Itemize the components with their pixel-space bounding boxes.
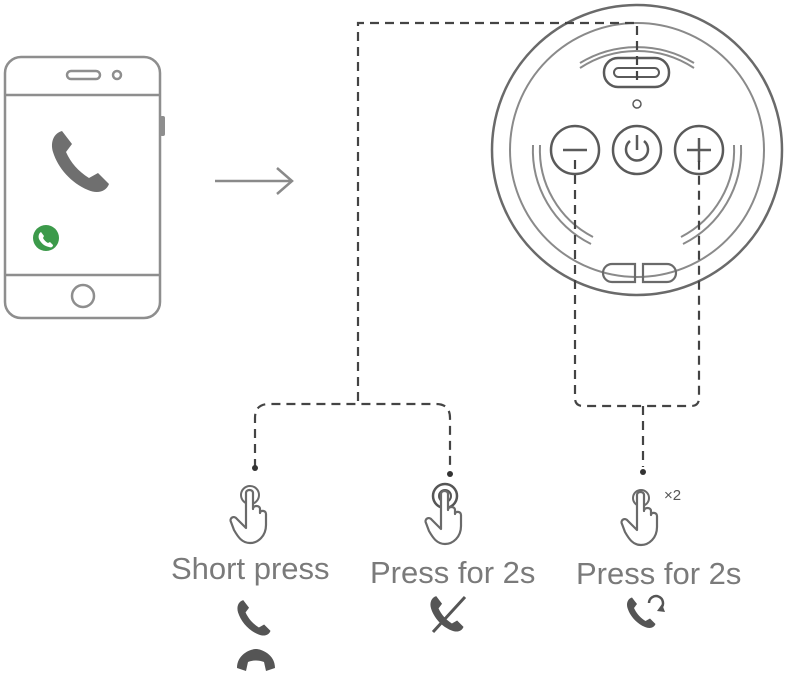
long-press-icon bbox=[426, 484, 461, 544]
double-press-multiplier: ×2 bbox=[664, 488, 681, 503]
smartphone bbox=[5, 57, 165, 318]
reject-call-icon bbox=[430, 596, 465, 632]
double-long-press-label: Press for 2s bbox=[576, 558, 741, 589]
green-answer-icon bbox=[33, 225, 59, 251]
double-tap-icon bbox=[622, 490, 657, 545]
power-button[interactable] bbox=[613, 126, 661, 174]
single-tap-icon bbox=[231, 486, 266, 543]
arrow-right-icon bbox=[215, 168, 292, 194]
answer-call-icon bbox=[237, 600, 270, 635]
switch-call-icon bbox=[627, 596, 665, 628]
end-call-icon bbox=[237, 649, 275, 671]
long-press-label: Press for 2s bbox=[370, 557, 535, 588]
short-press-label: Short press bbox=[171, 553, 330, 584]
